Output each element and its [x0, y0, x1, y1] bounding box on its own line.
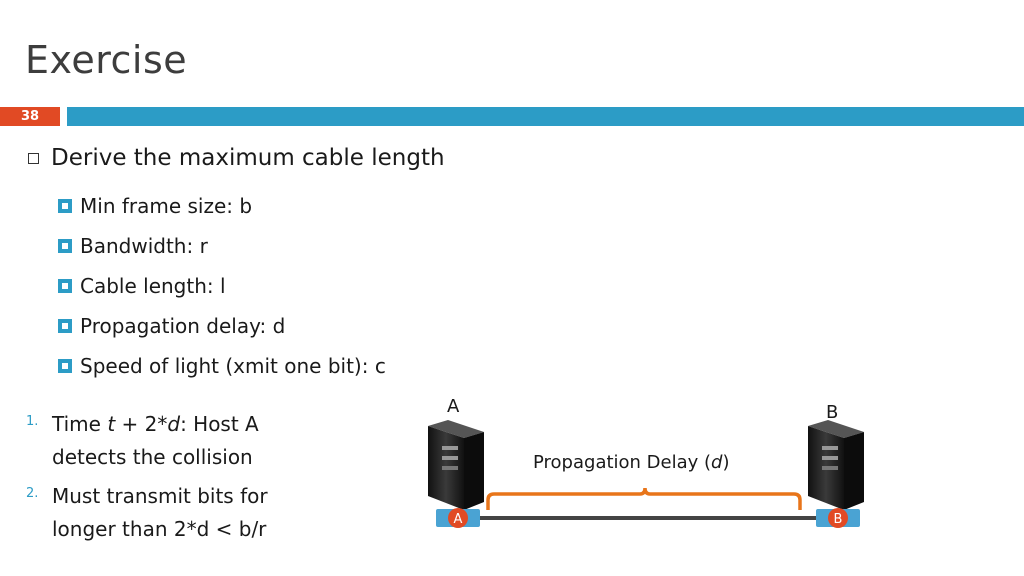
- node-b-circle: [828, 508, 848, 528]
- sub-bullet-text: Min frame size: b: [80, 194, 253, 218]
- numbered-item-line: detects the collision: [52, 445, 253, 469]
- node-b-label: B: [834, 512, 843, 527]
- filled-square-bullet-icon: [58, 199, 72, 213]
- sub-bullet-list: Min frame size: b Bandwidth: r Cable len…: [58, 186, 386, 386]
- slide-title: Exercise: [25, 38, 188, 82]
- node-a-circle: [448, 508, 468, 528]
- main-bullet-text: Derive the maximum cable length: [51, 145, 445, 171]
- host-b-label: B: [826, 402, 839, 423]
- sub-bullet-text: Cable length: l: [80, 274, 226, 298]
- header-bar: [67, 107, 1024, 126]
- text-fragment: : Host A: [180, 412, 259, 436]
- sub-bullet: Bandwidth: r: [58, 226, 386, 266]
- propagation-delay-label: Propagation Delay (d): [533, 452, 730, 473]
- item-number: 1.: [26, 414, 39, 429]
- numbered-item-line: Time t + 2*d: Host A: [52, 408, 259, 441]
- sub-bullet-text: Speed of light (xmit one bit): c: [80, 354, 386, 378]
- square-bullet-icon: [28, 152, 39, 164]
- server-icon: [808, 420, 864, 510]
- sub-bullet: Propagation delay: d: [58, 306, 386, 346]
- numbered-item-text: Must transmit bits for longer than 2*d <…: [52, 480, 268, 546]
- filled-square-bullet-icon: [58, 279, 72, 293]
- main-bullet: Derive the maximum cable length: [28, 145, 445, 171]
- node-a-label: A: [454, 512, 463, 527]
- text-fragment: Time: [52, 412, 108, 436]
- filled-square-bullet-icon: [58, 359, 72, 373]
- sub-bullet-text: Bandwidth: r: [80, 234, 208, 258]
- numbered-list: 1. Time t + 2*d: Host A detects the coll…: [26, 408, 268, 552]
- text-fragment: ): [722, 452, 730, 473]
- filled-square-bullet-icon: [58, 319, 72, 333]
- slide-number: 38: [0, 107, 60, 126]
- filled-square-bullet-icon: [58, 239, 72, 253]
- text-fragment-italic: t: [107, 412, 116, 436]
- text-fragment-italic: d: [711, 452, 723, 473]
- text-fragment: + 2*: [115, 412, 168, 436]
- numbered-item: 1. Time t + 2*d: Host A detects the coll…: [26, 408, 268, 474]
- numbered-item-line: Must transmit bits for: [52, 484, 268, 508]
- sub-bullet: Min frame size: b: [58, 186, 386, 226]
- text-fragment: Propagation Delay (: [533, 452, 712, 473]
- host-a-label: A: [447, 396, 460, 417]
- numbered-item-line: longer than 2*d < b/r: [52, 517, 267, 541]
- numbered-item: 2. Must transmit bits for longer than 2*…: [26, 480, 268, 546]
- text-fragment-italic: d: [167, 412, 181, 436]
- sub-bullet-text: Propagation delay: d: [80, 314, 286, 338]
- server-icon: [428, 420, 484, 510]
- sub-bullet: Speed of light (xmit one bit): c: [58, 346, 386, 386]
- propagation-bracket: [486, 487, 802, 510]
- sub-bullet: Cable length: l: [58, 266, 386, 306]
- item-number: 2.: [26, 486, 39, 501]
- numbered-item-text: Time t + 2*d: Host A detects the collisi…: [52, 408, 259, 474]
